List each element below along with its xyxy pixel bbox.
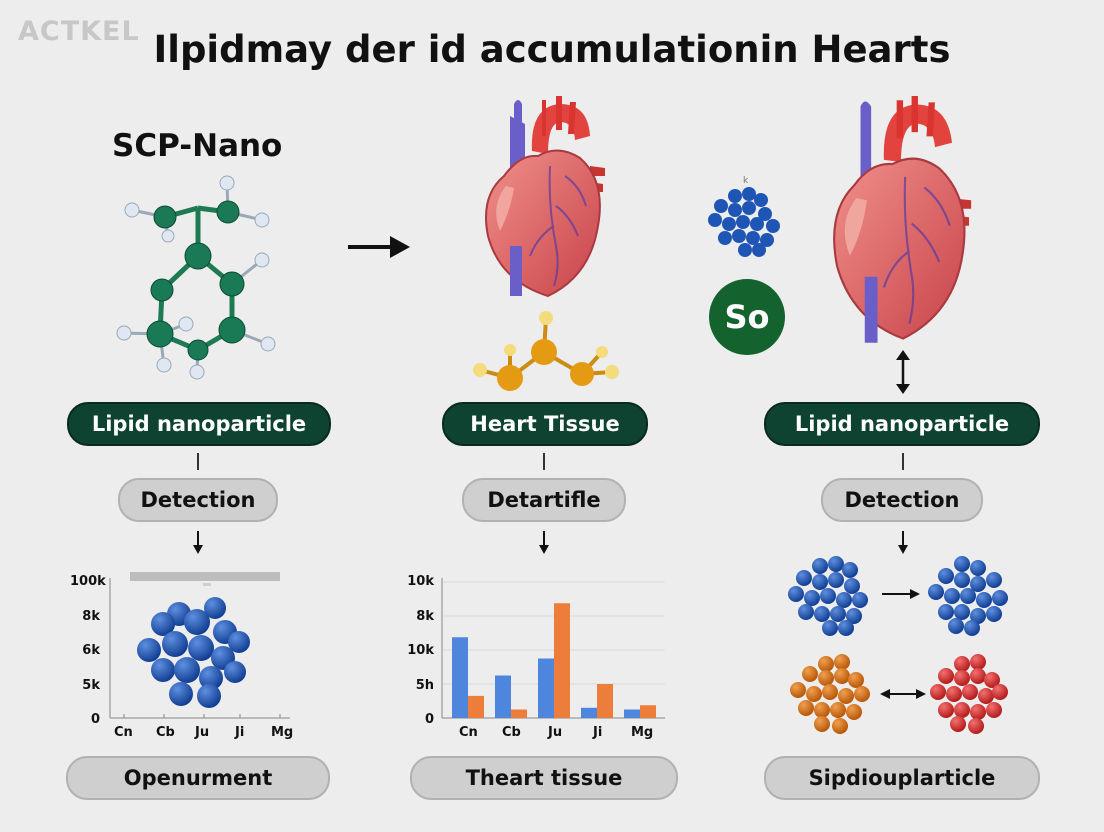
mid-y-tick-3: 5h	[415, 678, 434, 693]
middle-connector	[543, 453, 545, 470]
bar-cb-series-1	[495, 675, 511, 718]
mid-x-tick-4: Mg	[631, 725, 654, 740]
molecule-green-icon	[116, 175, 276, 380]
bar-ji-series-1	[581, 707, 597, 718]
left-y-tick-4: 0	[90, 712, 100, 727]
middle-footer-pill: Theart tissue	[410, 756, 678, 800]
heart-icon	[485, 96, 605, 298]
mid-x-tick-2: Ju	[548, 725, 563, 740]
left-chart-axes	[109, 578, 290, 719]
left-x-tick-4: Mg	[271, 725, 294, 740]
left-heading: SCP-Nano	[112, 128, 283, 164]
left-footer-pill: Openurment	[66, 756, 330, 800]
right-small-mark: k	[743, 176, 749, 186]
nanoparticle-small-blue-icon	[708, 187, 780, 257]
bar-cn-series-1	[452, 637, 468, 718]
right-down-arrow-icon	[898, 531, 908, 554]
mid-x-tick-3: Ji	[593, 725, 603, 740]
left-connector	[197, 453, 199, 470]
left-y-tick-1: 8k	[82, 609, 100, 624]
bar-cn-series-2	[468, 695, 484, 718]
right-label-pill: Lipid nanoparticle	[764, 402, 1040, 446]
red-cluster-icon	[930, 654, 1008, 734]
bar-cb-series-2	[511, 709, 527, 718]
nanoparticle-cluster-blue-icon	[137, 597, 250, 708]
double-horizontal-arrow-icon	[880, 689, 926, 699]
left-chart-mark	[203, 583, 211, 586]
left-y-tick-3: 5k	[82, 678, 100, 693]
right-step-pill: Detection	[821, 478, 983, 522]
particle-comparison	[788, 556, 1008, 734]
blue-cluster-after-icon	[928, 556, 1008, 636]
blue-cluster-before-icon	[788, 556, 868, 636]
right-footer-pill: Sipdiouplarticle	[764, 756, 1040, 800]
left-y-tick-0: 100k	[70, 574, 106, 589]
bar-ju-series-1	[538, 658, 554, 718]
left-down-arrow-icon	[193, 531, 203, 554]
left-chart-topbar	[130, 572, 280, 581]
heart-large-icon	[833, 96, 972, 343]
middle-down-arrow-icon	[539, 531, 549, 554]
bar-ju-series-2	[554, 603, 570, 718]
mid-x-tick-1: Cb	[502, 725, 521, 740]
so-badge: So	[709, 279, 785, 355]
right-arrow-icon	[348, 236, 410, 258]
mid-y-tick-4: 0	[424, 712, 434, 727]
mid-x-tick-0: Cn	[459, 725, 478, 740]
mid-y-tick-1: 8k	[416, 609, 434, 624]
middle-step-pill: Detartifle	[462, 478, 626, 522]
blue-arrow-icon	[882, 589, 920, 599]
logo: ACTKEL	[18, 16, 140, 47]
left-x-tick-0: Cn	[114, 725, 133, 740]
bar-ji-series-2	[597, 684, 613, 718]
middle-label-pill: Heart Tissue	[442, 402, 648, 446]
molecule-orange-icon	[473, 311, 619, 391]
left-step-pill: Detection	[118, 478, 278, 522]
orange-cluster-icon	[790, 654, 870, 734]
left-x-tick-2: Ju	[195, 725, 210, 740]
left-x-tick-1: Cb	[156, 725, 175, 740]
left-y-tick-2: 6k	[82, 643, 100, 658]
bar-mg-series-2	[640, 705, 656, 718]
diagram-title: Ilpidmay der id accumulationin Hearts	[153, 28, 951, 71]
middle-bar-chart	[441, 578, 665, 719]
left-label-pill: Lipid nanoparticle	[67, 402, 331, 446]
left-x-tick-3: Ji	[235, 725, 245, 740]
double-vertical-arrow-icon	[896, 350, 910, 394]
bar-mg-series-1	[624, 709, 640, 718]
right-connector	[902, 453, 904, 470]
mid-y-tick-2: 10k	[407, 643, 434, 658]
mid-y-tick-0: 10k	[407, 574, 434, 589]
